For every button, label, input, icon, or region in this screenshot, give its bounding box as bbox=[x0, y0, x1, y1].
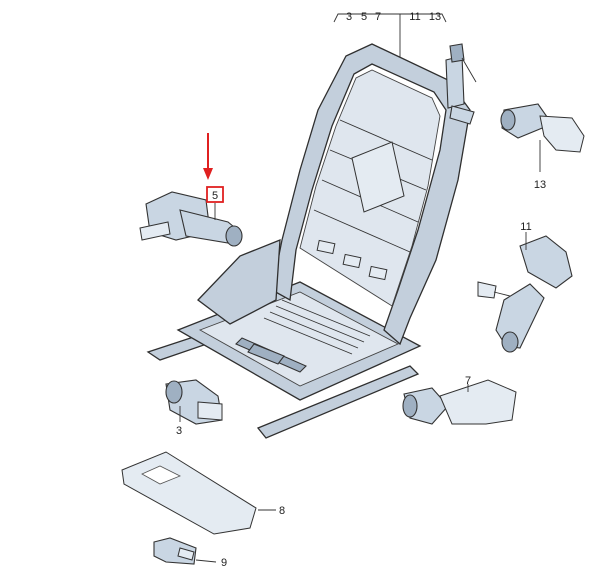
part-13-motor: 13 bbox=[500, 103, 585, 191]
right-seat-rail bbox=[256, 365, 420, 439]
top-callout-11: 11 bbox=[409, 11, 420, 23]
slot-2 bbox=[342, 253, 362, 269]
headrest-adjuster-base bbox=[449, 105, 475, 125]
slot-3 bbox=[368, 265, 388, 281]
part-5-end-cap bbox=[225, 225, 243, 247]
part-13-bracket bbox=[539, 115, 585, 153]
part-8-cover: 8 bbox=[121, 451, 285, 535]
part-8-cover-shape bbox=[121, 451, 257, 535]
callout-7: 7 bbox=[465, 375, 471, 387]
part-5-motor: 5 bbox=[139, 186, 243, 247]
callout-3: 3 bbox=[176, 425, 182, 437]
part-3-end-cap bbox=[165, 380, 183, 404]
backrest-mesh bbox=[313, 119, 433, 253]
inner-seat-motor bbox=[247, 343, 285, 365]
top-callout-bracket: 3 5 7 11 13 bbox=[333, 11, 447, 62]
part-7-bracket bbox=[439, 379, 517, 425]
part-11-bracket bbox=[519, 235, 573, 289]
backrest-outer-frame bbox=[271, 43, 471, 346]
left-side-bolster bbox=[197, 239, 281, 325]
callout-11: 11 bbox=[520, 221, 531, 233]
callout-8: 8 bbox=[279, 505, 285, 517]
headrest-adjuster-post bbox=[445, 55, 465, 109]
top-callout-3: 3 bbox=[346, 11, 352, 23]
top-callout-5: 5 bbox=[361, 11, 367, 23]
part-7-end-cap bbox=[402, 394, 418, 418]
slot-1 bbox=[316, 239, 336, 255]
top-callout-7: 7 bbox=[375, 11, 381, 23]
part-13-end-cap bbox=[500, 109, 516, 131]
top-callout-13: 13 bbox=[429, 11, 441, 23]
seat-slats bbox=[263, 299, 371, 355]
headrest-adjuster-cap bbox=[449, 43, 465, 63]
highlight-arrow bbox=[203, 133, 213, 180]
part-7-motor: 7 bbox=[402, 375, 517, 425]
part-3-motor: 3 bbox=[165, 379, 223, 437]
part-9-connector: 9 bbox=[153, 537, 227, 569]
part-11-connector bbox=[477, 281, 497, 299]
callout-13: 13 bbox=[534, 179, 546, 191]
lumbar-panel bbox=[351, 141, 405, 213]
callout-5: 5 bbox=[212, 190, 218, 202]
part-11-motor: 11 bbox=[477, 221, 573, 353]
part-11-end-cap bbox=[501, 331, 519, 353]
part-9-plug bbox=[177, 547, 195, 561]
seat-frame bbox=[146, 43, 477, 439]
callout-9: 9 bbox=[221, 557, 227, 569]
part-5-mount-tab bbox=[139, 221, 171, 241]
part-3-gearbox bbox=[197, 401, 223, 421]
part-5-highlight-box bbox=[206, 186, 224, 203]
